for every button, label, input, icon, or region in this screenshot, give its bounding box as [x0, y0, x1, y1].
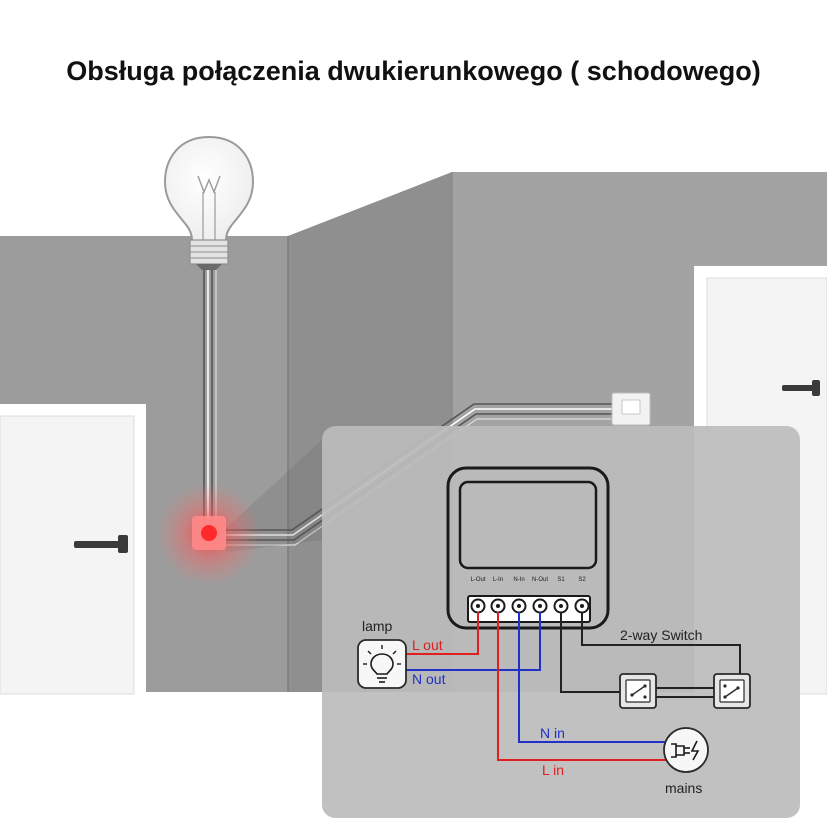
- wall-switch: [611, 392, 651, 426]
- wire-l-out: [406, 612, 479, 655]
- diagram-labels: lamp L out N out N in L in mains 2-way S…: [362, 618, 702, 796]
- label-l-out: L out: [412, 637, 443, 653]
- wire-n-out: [406, 612, 541, 671]
- terminal-block: [467, 595, 591, 623]
- label-n-out: N out: [412, 671, 446, 687]
- left-door: [0, 404, 146, 695]
- wire-n-in: [518, 612, 666, 743]
- ceiling-bulb: [163, 135, 255, 270]
- terminal-label-l-out: L-Out: [470, 577, 485, 583]
- two-way-switch-2: [713, 673, 751, 709]
- lamp-icon: [357, 639, 407, 689]
- label-two-way-switch: 2-way Switch: [620, 627, 702, 643]
- power-plug-icon: [663, 727, 709, 773]
- label-n-in: N in: [540, 725, 565, 741]
- terminal-screw-n-out: [532, 598, 548, 614]
- wire-s2: [581, 612, 741, 676]
- wire-s1: [560, 612, 620, 693]
- left-door-handle: [74, 541, 128, 548]
- terminal-screw-n-in: [511, 598, 527, 614]
- terminal-labels: L-Out L-In N-In N-Out S1 S2: [470, 577, 586, 583]
- terminal-label-l-in: L-In: [493, 577, 503, 583]
- terminal-screw-s1: [553, 598, 569, 614]
- terminal-label-n-out: N-Out: [532, 577, 548, 583]
- right-door-handle: [782, 385, 820, 391]
- label-lamp: lamp: [362, 618, 393, 634]
- label-l-in: L in: [542, 762, 564, 778]
- terminal-screw-l-out: [470, 598, 486, 614]
- junction-box: [157, 482, 261, 586]
- bulb-glass: [163, 135, 255, 243]
- terminal-screw-l-in: [490, 598, 506, 614]
- terminal-label-s1: S1: [557, 577, 565, 583]
- wires: [406, 612, 741, 770]
- terminal-screw-s2: [574, 598, 590, 614]
- diagram-title: Obsługa połączenia dwukierunkowego ( sch…: [66, 56, 761, 86]
- terminal-label-n-in: N-In: [513, 577, 524, 583]
- vertical-cable: [203, 270, 217, 522]
- terminal-label-s2: S2: [578, 577, 586, 583]
- label-mains: mains: [665, 780, 702, 796]
- two-way-switch-1: [619, 673, 657, 709]
